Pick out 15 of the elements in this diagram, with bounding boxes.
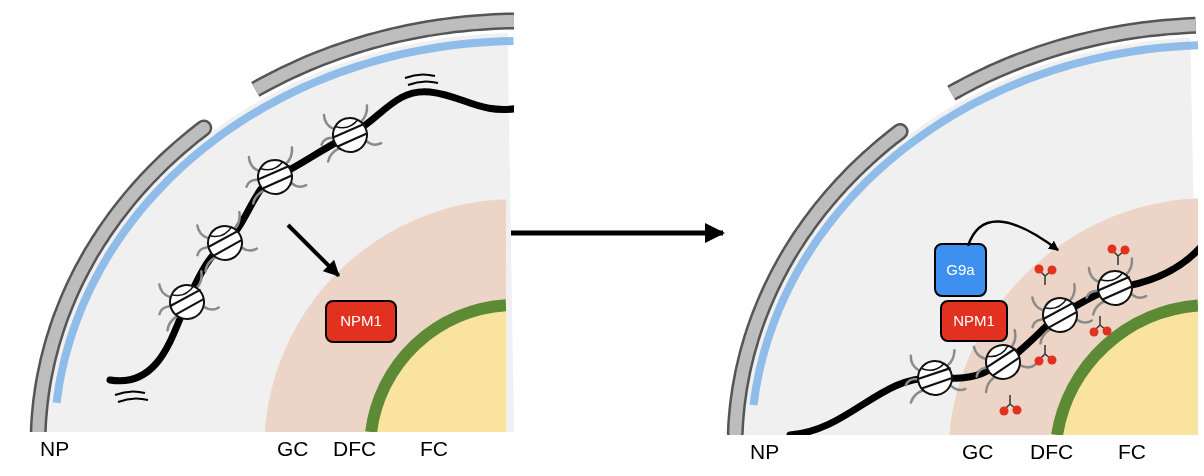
arrow [511,223,725,243]
region-label: DFC [333,438,377,459]
region-label: GC [277,438,309,459]
region-label: FC [420,438,448,459]
region-label: NP [750,441,780,462]
arrow [966,220,1059,252]
protein-box: NPM1 [325,300,397,343]
protein-box: NPM1 [940,300,1008,342]
protein-box: G9a [934,243,987,297]
arrow [286,223,341,278]
region-label: GC [962,441,994,462]
region-label: FC [1118,441,1146,462]
granular-component-region [265,199,506,432]
region-label: NP [40,438,70,459]
region-label: DFC [1030,441,1074,462]
